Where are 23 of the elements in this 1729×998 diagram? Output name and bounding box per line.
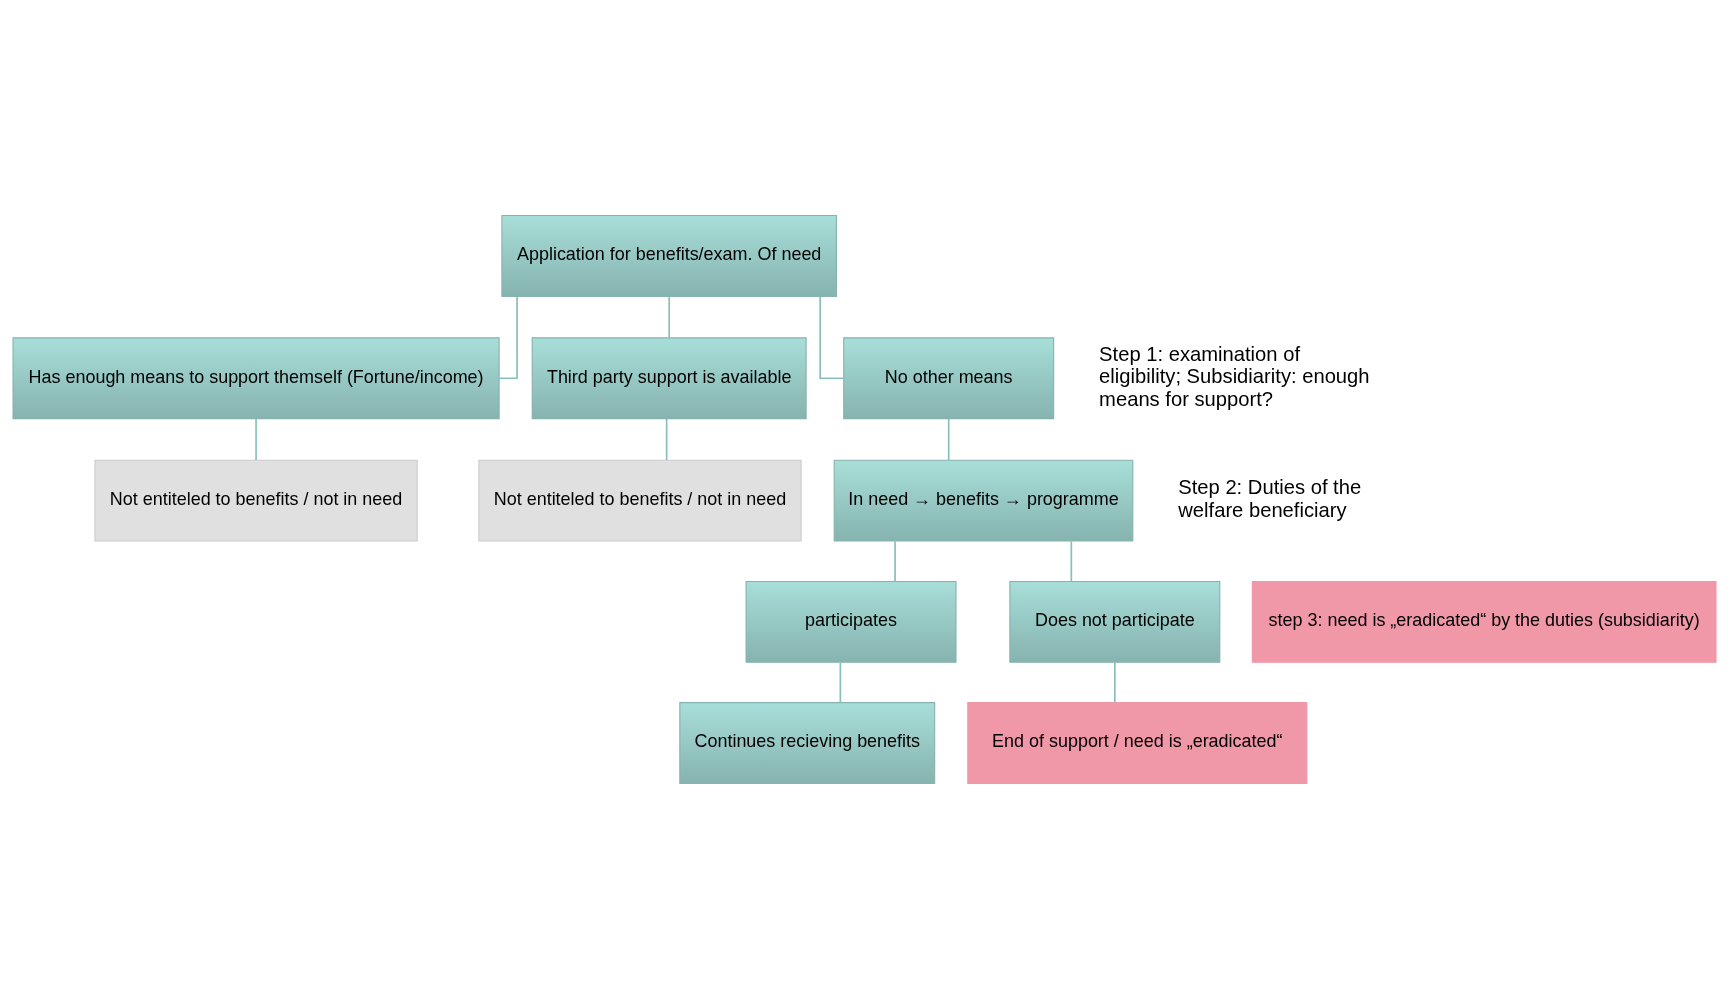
- connector: [839, 661, 842, 703]
- node-box: Third party support is available: [531, 336, 807, 419]
- connector: [255, 417, 257, 461]
- node-box: Does not participate: [1009, 580, 1221, 663]
- node-box: Not entiteled to benefits / not in need: [94, 459, 418, 542]
- connector: [668, 295, 670, 339]
- connector: [947, 417, 950, 461]
- connector: [665, 417, 668, 461]
- label: Step 1: examination of eligibility; Subsidiarity: enough means for support?: [1099, 342, 1370, 410]
- node-box: End of support / need is „eradicated“: [967, 701, 1308, 784]
- node-box: step 3: need is „eradicated“ by the duties (subsidiarity): [1251, 580, 1717, 663]
- connector: [1070, 540, 1073, 582]
- connector: [1114, 661, 1116, 703]
- node-box: In need → benefits → programme: [833, 459, 1134, 542]
- node-box: Application for benefits/exam. Of need: [501, 214, 837, 297]
- connector: [894, 540, 896, 582]
- node-box: participates: [745, 580, 957, 663]
- node-box: Continues recieving benefits: [679, 701, 936, 784]
- node-box: Not entiteled to benefits / not in need: [478, 459, 802, 542]
- node-box: No other means: [843, 336, 1055, 419]
- node-box: Has enough means to support themself (Fortune/income): [12, 336, 500, 419]
- label: Step 2: Duties of the welfare beneficiary: [1178, 475, 1362, 521]
- connector: [498, 295, 518, 379]
